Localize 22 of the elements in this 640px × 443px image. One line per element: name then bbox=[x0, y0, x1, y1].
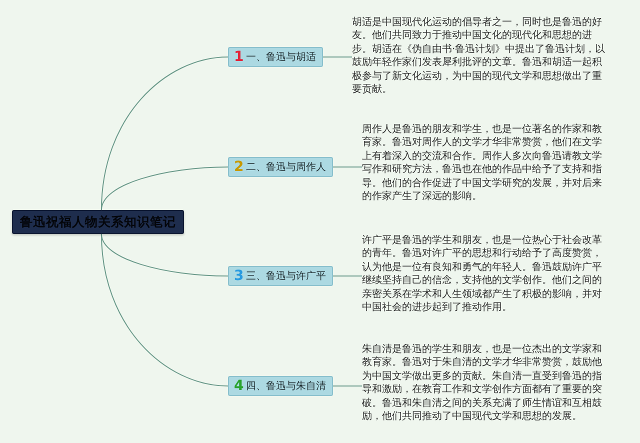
connector-line bbox=[332, 166, 362, 168]
topic-label: 四、鲁迅与朱自清 bbox=[246, 380, 326, 392]
central-topic bbox=[12, 210, 184, 234]
branch-topic bbox=[228, 376, 333, 396]
topic-title: 鲁迅祝福人物关系知识笔记 bbox=[20, 214, 176, 230]
branch-curve bbox=[100, 234, 228, 386]
topic-label: 三、鲁迅与许广平 bbox=[246, 270, 326, 282]
topic-number: 1 bbox=[234, 48, 244, 66]
branch-topic bbox=[228, 266, 333, 286]
note-paragraph: 胡适是中国现代化运动的倡导者之一，同时也是鲁迅的好友。他们共同致力于推动中国文化的现代化和思想的进步。胡适在《伪自由书·鲁迅计划》中提出了鲁迅计划，以鼓励年轻作家们发表犀利批评的文章。鲁迅和胡适一起积极参与了新文化运动，为中国的现代文学和思想做出了重要贡献。 bbox=[352, 16, 606, 96]
branch-topic bbox=[228, 47, 323, 67]
topic-number: 2 bbox=[234, 158, 244, 176]
connector-line bbox=[322, 56, 352, 58]
note-paragraph: 周作人是鲁迅的朋友和学生，也是一位著名的作家和教育家。鲁迅对周作人的文学才华非常赞赏，他们在文学上有着深入的交流和合作。周作人多次向鲁迅请教文学写作和研究方法，鲁迅也在他的作品中给予了支持和指导。他们的合作促进了中国文学研究的发展，并对后来的作家产生了深远的影响。 bbox=[362, 123, 610, 204]
topic-label: 二、鲁迅与周作人 bbox=[246, 160, 326, 174]
branch-topic bbox=[228, 157, 333, 177]
topic-number: 3 bbox=[234, 268, 244, 284]
branch-curve bbox=[100, 166, 228, 210]
topic-number: 4 bbox=[234, 378, 244, 394]
note-paragraph: 许广平是鲁迅的学生和朋友，也是一位热心于社会改革的青年。鲁迅对许广平的思想和行动给予了高度赞赏，认为他是一位有良知和勇气的年轻人。鲁迅鼓励许广平继续坚持自己的信念，支持他的文学创作。他们之间的亲密关系在学术和人生领域都产生了积极的影响，并对中国社会的进步起到了推动作用。 bbox=[362, 234, 610, 314]
note-paragraph: 朱自清是鲁迅的学生和朋友，也是一位杰出的文学家和教育家。鲁迅对于朱自清的文学才华非常赞赏，鼓励他为中国文学做出更多的贡献。朱自清一直受到鲁迅的指导和激励，在教育工作和文学创作方面都有了重要的突破。鲁迅和朱自清之间的关系充满了师生情谊和互相鼓励，他们共同推动了中国现代文学和思想的发展。 bbox=[362, 343, 610, 424]
topic-label: 一、鲁迅与胡适 bbox=[246, 50, 316, 64]
